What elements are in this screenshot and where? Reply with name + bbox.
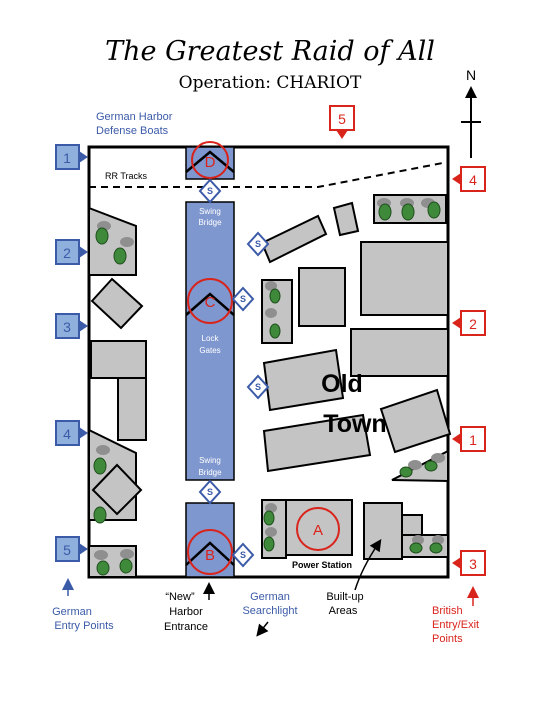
british-marker-label: 4 [469,172,477,188]
british-entry-markers: 5 4 2 1 3 [329,105,486,576]
compass-label: N [466,67,476,83]
old-town-label-1: Old [321,370,363,398]
tree-icons [93,198,445,576]
building-west-6 [91,463,143,516]
british-marker-east-2: 2 [452,310,486,336]
building-old-town-8 [262,413,372,473]
searchlight-icon [198,479,222,505]
rr-tracks-label: RR Tracks [105,171,148,181]
dock-basin [185,201,235,481]
german-entry-label-1: German [52,606,92,618]
built-up-label-1: Built-up [326,591,363,603]
building-built-up-2 [401,514,423,536]
german-marker-label: 5 [63,542,71,558]
building-old-town-7 [379,388,452,454]
searchlight-symbol: S [240,550,246,560]
building-built-up-1 [363,502,403,560]
british-marker-top: 5 [329,105,355,139]
british-marker-east-1: 4 [452,166,486,192]
building-west-4 [117,377,147,441]
building-old-town-5 [350,328,449,377]
german-marker-label: 1 [63,150,71,166]
harbor-boats-label-1: German Harbor [96,111,173,123]
built-up-arrow [354,539,382,591]
harbor-boats-label-2: Defense Boats [96,125,169,137]
swing-bridge-bottom-label-2: Bridge [198,468,222,477]
british-entry-label-2: Entry/Exit [432,619,479,631]
target-b-circle [187,529,233,575]
german-entry-markers: 1 2 3 4 5 [55,144,88,562]
searchlight-symbol: S [255,382,261,392]
german-marker-4: 4 [55,420,88,446]
target-d-circle [191,141,229,179]
new-harbor-label-2: Harbor [169,606,203,618]
north-arrow-icon: N [461,67,481,158]
new-harbor-label-3: Entrance [164,621,208,633]
german-marker-label: 3 [63,319,71,335]
british-entry-label-3: Points [432,633,463,645]
british-marker-label: 3 [469,556,477,572]
lock-gates-label-1: Lock [202,334,220,343]
building-west-2 [90,277,144,330]
searchlight-legend-arrow [256,621,269,637]
searchlight-symbol: S [240,294,246,304]
building-old-town-6 [262,348,345,412]
building-old-town-1 [260,214,328,264]
swing-bridge-top-label-2: Bridge [198,218,222,227]
railroad-tracks [89,161,449,188]
target-a-label: A [313,522,323,539]
german-marker-5: 5 [55,536,88,562]
lock-gate-c [185,292,235,316]
map-subtitle: Operation: CHARIOT [179,73,362,93]
swing-bridge-top-label-1: Swing [199,207,221,216]
old-town-label-2: Town [323,410,386,438]
german-marker-1: 1 [55,144,88,170]
german-marker-2: 2 [55,239,88,265]
german-entry-label-2: Entry Points [54,620,114,632]
british-marker-east-3: 1 [452,426,486,452]
searchlight-symbol: S [207,487,213,497]
lock-gates-label-2: Gates [199,346,220,355]
british-entry-label-1: British [432,605,463,617]
searchlight-symbol: S [207,186,213,196]
searchlight-icons [198,178,270,568]
target-c-circle [187,278,233,324]
swing-bridge-bottom-label-1: Swing [199,456,221,465]
lock-gate-b [185,541,235,566]
british-marker-label: 5 [338,111,346,127]
map-title: The Greatest Raid of All [105,36,435,67]
searchlight-legend-label-1: German [250,591,290,603]
building-old-town-3 [360,241,449,316]
german-marker-label: 4 [63,426,71,442]
searchlight-legend-label-2: Searchlight [242,605,297,617]
target-b-label: B [205,547,215,564]
target-c-label: C [205,294,216,311]
british-marker-label: 1 [469,432,477,448]
built-up-label-2: Areas [329,605,358,617]
target-a-circle [296,507,340,551]
new-harbor-label-1: “New” [165,591,195,603]
german-marker-label: 2 [63,245,71,261]
searchlight-icon [231,286,255,312]
power-station-label: Power Station [292,560,352,570]
dock-lock-bottom [185,502,235,578]
building-old-town-2 [332,201,360,237]
british-marker-east-4: 3 [452,550,486,576]
searchlight-icon [246,374,270,400]
building-west-3 [90,340,147,379]
searchlight-icon [231,542,255,568]
searchlight-symbol: S [255,239,261,249]
building-old-town-4 [298,267,346,327]
lock-gate-d [185,150,235,173]
british-marker-label: 2 [469,316,477,332]
searchlight-icon [246,231,270,257]
german-marker-3: 3 [55,313,88,339]
power-station-building [285,499,353,556]
searchlight-icon [198,178,222,204]
target-d-label: D [205,154,216,171]
